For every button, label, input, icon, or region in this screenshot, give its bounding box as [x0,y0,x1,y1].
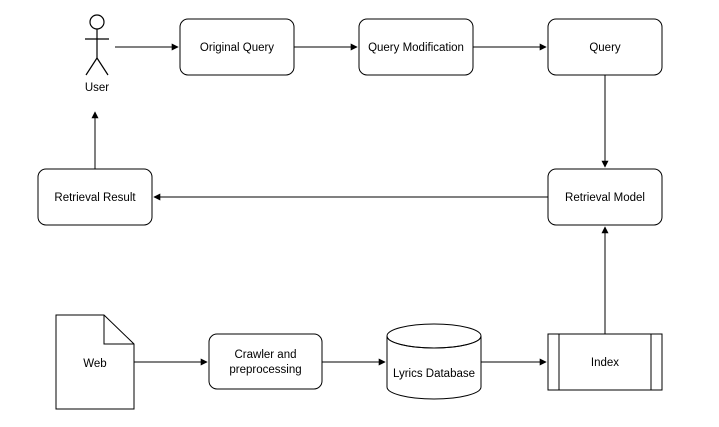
connectors [91,43,609,366]
lyrics-database-node: Lyrics Database [386,323,482,400]
query-label: Query [589,42,621,54]
original-query-node: Original Query [179,18,295,76]
crawler-label-line2: preprocessing [229,364,301,376]
query-modification-node: Query Modification [358,18,474,76]
query-modification-label: Query Modification [368,42,464,54]
user-actor-icon [85,14,109,76]
retrieval-model-node: Retrieval Model [547,168,663,226]
original-query-label: Original Query [200,42,274,54]
query-node: Query [547,18,663,76]
web-document-node: Web [55,314,135,410]
user-label: User [85,82,109,94]
web-label: Web [83,358,106,370]
retrieval-model-label: Retrieval Model [565,192,645,204]
crawler-label-line1: Crawler and [235,349,297,361]
retrieval-result-label: Retrieval Result [54,192,136,204]
index-label: Index [591,357,619,369]
lyrics-database-label: Lyrics Database [393,368,475,380]
index-node: Index [547,333,663,391]
crawler-node: Crawler and preprocessing [208,333,323,390]
retrieval-result-node: Retrieval Result [37,168,153,226]
